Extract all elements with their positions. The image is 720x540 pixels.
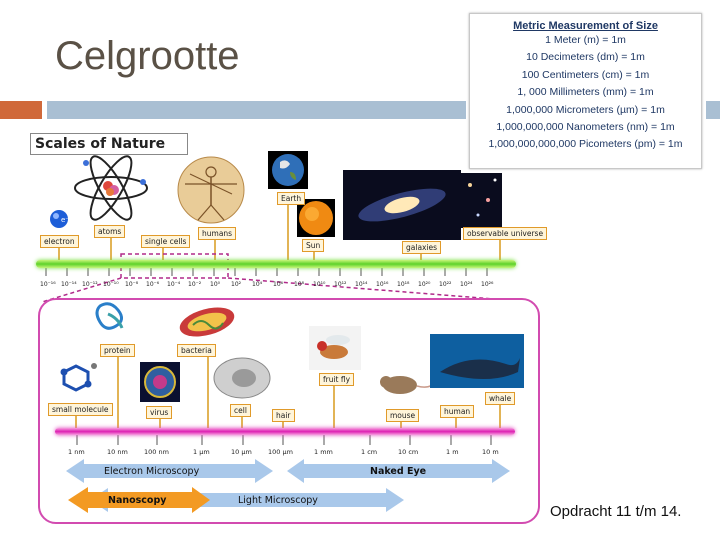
bottom-tick-label: 10 m xyxy=(482,448,499,456)
label-small-molecule: small molecule xyxy=(48,403,113,416)
small-molecule-image xyxy=(60,363,97,392)
label-mouse: mouse xyxy=(386,409,420,422)
top-tick-label: 10¹⁰ xyxy=(313,281,326,288)
observable-universe-image xyxy=(461,173,502,228)
sun-image xyxy=(297,199,335,237)
top-tick-label: 10²² xyxy=(439,281,452,288)
metric-table-title: Metric Measurement of Size xyxy=(513,20,658,32)
top-tick-label: 10⁻⁶ xyxy=(146,281,160,288)
bottom-tick-label: 1 mm xyxy=(314,448,333,456)
range-light-microscopy: Light Microscopy xyxy=(238,495,318,506)
label-bacteria: bacteria xyxy=(177,344,216,357)
atom-illustration xyxy=(74,155,148,221)
accent-bar-blue-right xyxy=(706,101,720,119)
top-tick-label: 10⁴ xyxy=(252,281,263,288)
label-human: human xyxy=(440,405,475,418)
metric-line: 1,000,000 Micrometers (µm) = 1m xyxy=(506,103,665,116)
label-atoms: atoms xyxy=(94,225,126,238)
panel-pointer-lines xyxy=(75,355,501,430)
bottom-tick-label: 10 nm xyxy=(107,448,128,456)
metric-measurement-table: Metric Measurement of Size 1 Meter (m) =… xyxy=(469,13,702,169)
top-tick-label: 10¹⁸ xyxy=(397,281,410,288)
metric-line: 10 Decimeters (dm) = 1m xyxy=(526,51,645,64)
top-tick-label: 10⁻² xyxy=(188,281,202,288)
label-virus: virus xyxy=(146,406,173,419)
top-tick-label: 10¹⁴ xyxy=(355,281,368,288)
slide-title: Celgrootte xyxy=(55,34,240,78)
label-protein: protein xyxy=(100,344,135,357)
virus-image xyxy=(140,362,180,402)
scale-bar-large xyxy=(36,260,516,268)
range-naked-eye: Naked Eye xyxy=(370,466,427,477)
label-sun: Sun xyxy=(302,239,325,252)
top-tick-label: 10² xyxy=(231,281,242,288)
top-tick-label: 10⁰ xyxy=(210,281,221,288)
top-tick-label: 10⁻⁸ xyxy=(125,281,139,288)
label-hair: hair xyxy=(272,409,295,422)
protein-image xyxy=(95,302,124,330)
electron-microscopy-arrow xyxy=(66,459,273,483)
top-tick-label: 10⁶ xyxy=(273,281,284,288)
metric-line: 1,000,000,000 Nanometers (nm) = 1m xyxy=(496,121,675,134)
top-tick-label: 10⁻¹⁴ xyxy=(61,281,77,288)
label-humans: humans xyxy=(198,227,237,240)
label-earth: Earth xyxy=(277,192,306,205)
metric-line: 100 Centimeters (cm) = 1m xyxy=(521,68,650,81)
bottom-tick-label: 100 nm xyxy=(144,448,169,456)
assignment-note: Opdracht 11 t/m 14. xyxy=(550,503,682,520)
svg-text:e⁻: e⁻ xyxy=(61,216,69,224)
bottom-scale-ticks xyxy=(76,433,492,445)
bacteria-image xyxy=(179,307,235,337)
scales-of-nature-title: Scales of Nature xyxy=(30,133,188,155)
top-tick-label: 10⁸ xyxy=(294,281,305,288)
whale-image xyxy=(430,334,524,388)
electron-icon: e⁻ xyxy=(50,210,69,228)
fruit-fly-image xyxy=(309,326,361,370)
top-tick-label: 10⁻⁴ xyxy=(167,281,181,288)
bottom-tick-label: 1 m xyxy=(446,448,459,456)
metric-line: 1,000,000,000,000 Picometers (pm) = 1m xyxy=(488,138,683,151)
scale-bar-small xyxy=(55,428,515,435)
nanoscopy-arrow xyxy=(68,487,210,513)
label-electron: electron xyxy=(40,235,79,248)
accent-bar-orange xyxy=(0,101,42,119)
label-cell: cell xyxy=(230,404,251,417)
top-tick-label: 10⁻¹⁰ xyxy=(103,281,119,288)
accent-bar-blue xyxy=(47,101,466,119)
naked-eye-arrow xyxy=(287,459,510,483)
label-fruit-fly: fruit fly xyxy=(319,373,355,386)
bottom-tick-label: 100 µm xyxy=(268,448,293,456)
top-tick-label: 10¹² xyxy=(334,281,347,288)
bottom-tick-label: 10 cm xyxy=(398,448,419,456)
bottom-tick-label: 10 µm xyxy=(231,448,252,456)
label-observable-universe: observable universe xyxy=(463,227,548,240)
bottom-tick-label: 1 µm xyxy=(193,448,210,456)
top-tick-label: 10²⁶ xyxy=(481,281,494,288)
label-galaxies: galaxies xyxy=(402,241,442,254)
top-tick-label: 10⁻¹² xyxy=(82,281,98,288)
bottom-tick-label: 1 nm xyxy=(68,448,85,456)
bottom-tick-label: 1 cm xyxy=(361,448,378,456)
mouse-image xyxy=(380,376,438,394)
label-single-cells: single cells xyxy=(141,235,191,248)
metric-line: 1, 000 Millimeters (mm) = 1m xyxy=(517,86,654,99)
earth-image xyxy=(268,151,308,189)
top-tick-label: 10²⁰ xyxy=(418,281,431,288)
range-electron-microscopy: Electron Microscopy xyxy=(104,466,200,477)
cell-image xyxy=(213,357,271,399)
galaxy-image xyxy=(343,170,461,240)
top-tick-label: 10²⁴ xyxy=(460,281,473,288)
vitruvian-man-image xyxy=(177,156,245,224)
range-nanoscopy: Nanoscopy xyxy=(108,495,167,506)
label-whale: whale xyxy=(485,392,516,405)
top-tick-label: 10⁻¹⁶ xyxy=(40,281,56,288)
top-tick-label: 10¹⁶ xyxy=(376,281,389,288)
metric-line: 1 Meter (m) = 1m xyxy=(545,34,626,46)
